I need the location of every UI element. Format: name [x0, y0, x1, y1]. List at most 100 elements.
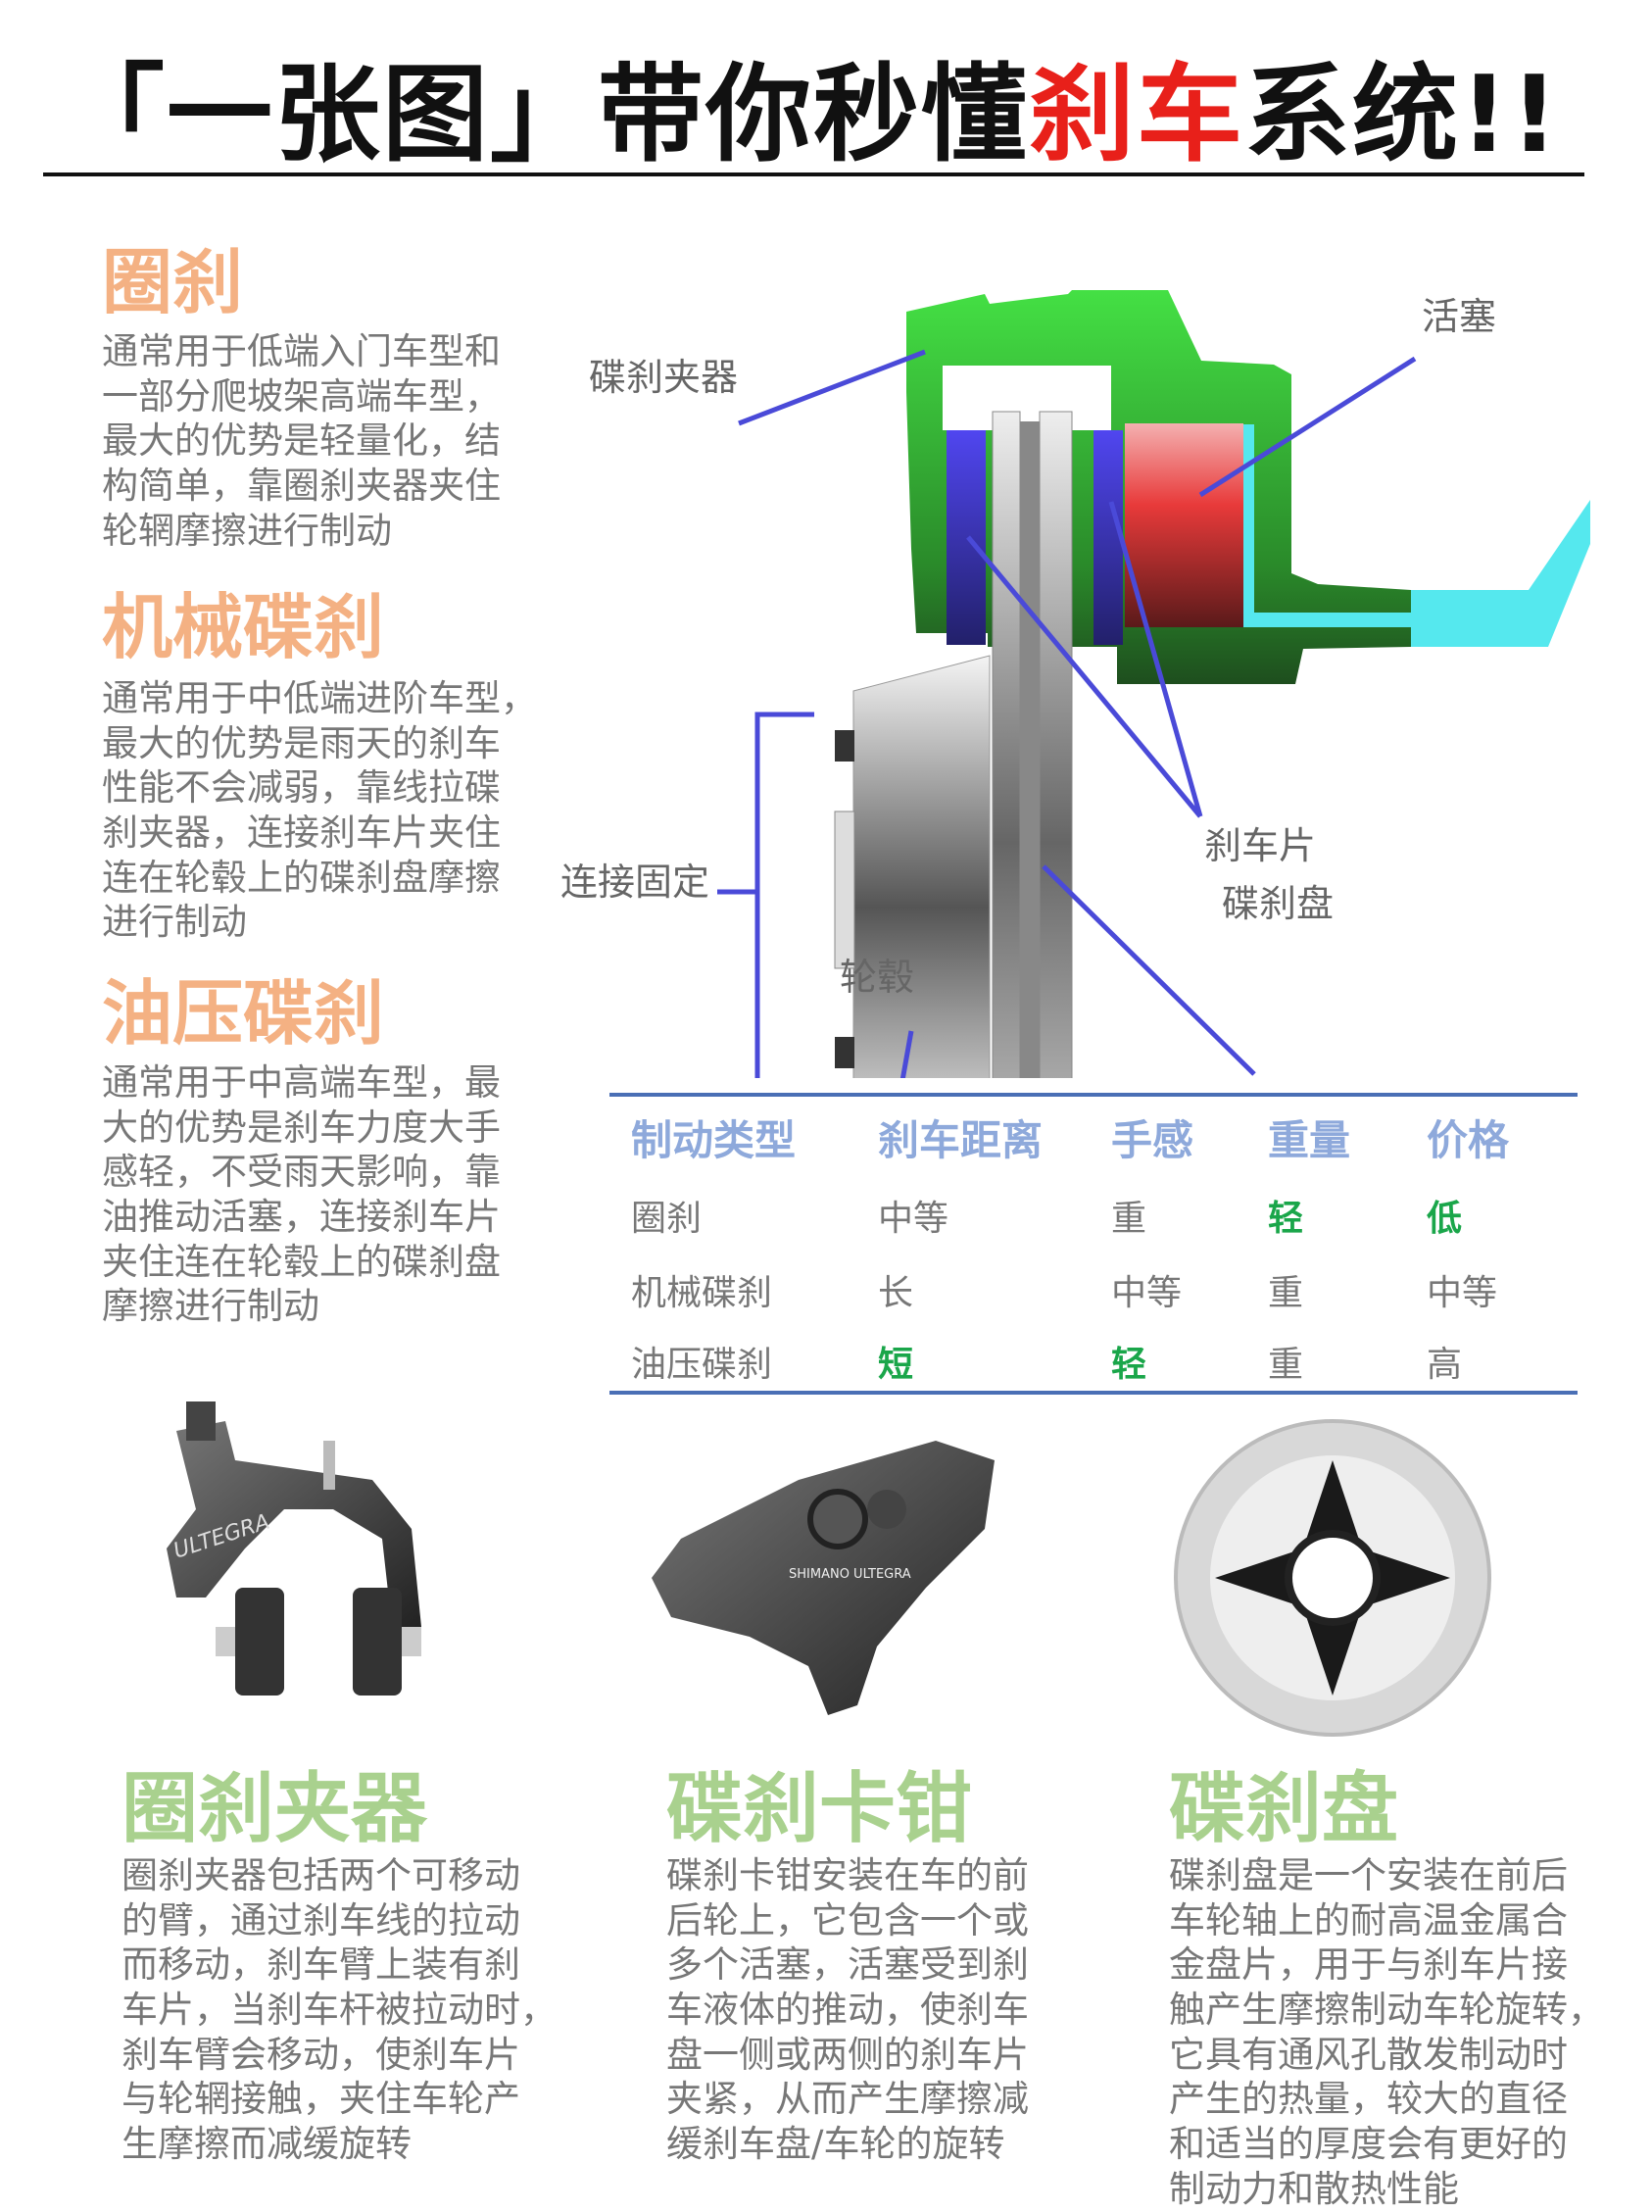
text-line: 油推动活塞，连接刹车片 — [102, 1196, 501, 1239]
label-caliper: 碟刹夹器 — [589, 356, 738, 399]
section-text-rim-brake: 通常用于低端入门车型和一部分爬坡架高端车型，最大的优势是轻量化，结构简单，靠圈刹… — [102, 329, 501, 553]
table-header-cell: 手感 — [1111, 1116, 1194, 1164]
table-cell: 重 — [1111, 1199, 1147, 1239]
text-line: 连在轮毂上的碟刹盘摩擦 — [102, 856, 501, 899]
table-cell: 中等 — [878, 1199, 949, 1239]
text-line: 缓刹车盘/车轮的旋转 — [666, 2123, 1005, 2166]
table-cell: 轻 — [1111, 1345, 1147, 1385]
caliper-gap — [943, 366, 1111, 430]
table-cell: 重 — [1268, 1345, 1304, 1385]
section-heading-rim-brake: 圈刹 — [102, 241, 244, 323]
product-text-rotor: 碟刹盘是一个安装在前后车轮轴上的耐高温金属合金盘片，用于与刹车片接触产生摩擦制动… — [1169, 1853, 1604, 2212]
text-line: 最大的优势是雨天的刹车 — [102, 721, 501, 764]
rotor-right-face — [1039, 411, 1073, 1078]
mount-bracket — [754, 712, 814, 1078]
text-line: 车液体的推动，使刹车 — [666, 1989, 1029, 2032]
text-line: 轮辋摩擦进行制动 — [102, 509, 392, 552]
text-line: 生摩擦而减缓旋转 — [121, 2123, 412, 2166]
text-line: 多个活塞，活塞受到刹 — [666, 1943, 1029, 1987]
product-heading-disc-caliper: 碟刹卡钳 — [666, 1765, 973, 1853]
text-line: 金盘片，用于与刹车片接 — [1169, 1943, 1568, 1987]
text-line: 大的优势是刹车力度大手 — [102, 1106, 501, 1149]
text-line: 产生的热量，较大的直径 — [1169, 2078, 1568, 2121]
brake-pad-left — [947, 430, 986, 645]
brake-rotor-image — [1174, 1419, 1491, 1737]
section-text-mechanical-disc: 通常用于中低端进阶车型，最大的优势是雨天的刹车性能不会减弱，靠线拉碟刹夹器，连接… — [102, 676, 537, 945]
table-cell: 低 — [1427, 1199, 1463, 1239]
rotor-left-face — [992, 411, 1021, 1078]
text-line: 与轮辋接触，夹住车轮产 — [121, 2078, 520, 2121]
table-bottom-rule — [609, 1391, 1578, 1395]
text-line: 触产生摩擦制动车轮旋转， — [1169, 1989, 1604, 2032]
text-line: 的臂，通过刹车线的拉动 — [121, 1898, 520, 1942]
title-part2: 系统!! — [1244, 54, 1561, 176]
text-line: 一部分爬坡架高端车型， — [102, 374, 501, 418]
text-line: 圈刹夹器包括两个可移动 — [121, 1854, 520, 1896]
text-line: 和适当的厚度会有更好的 — [1169, 2123, 1568, 2166]
rim-brake-caliper-image: ULTEGRA — [167, 1401, 421, 1696]
label-pads: 刹车片 — [1204, 824, 1316, 867]
hose — [1243, 424, 1590, 647]
text-line: 性能不会减弱，靠线拉碟 — [102, 766, 501, 810]
disc-brake-caliper-image: SHIMANO ULTEGRA — [652, 1441, 995, 1715]
section-heading-mechanical-disc: 机械碟刹 — [102, 586, 385, 668]
piston — [1125, 423, 1243, 627]
label-piston: 活塞 — [1422, 295, 1496, 338]
table-cell: 轻 — [1268, 1199, 1304, 1239]
text-line: 盘一侧或两侧的刹车片 — [666, 2033, 1029, 2076]
table-top-rule — [609, 1093, 1578, 1097]
title-highlight: 刹车 — [1029, 54, 1245, 176]
table-header-cell: 刹车距离 — [878, 1116, 1044, 1164]
table-cell: 中等 — [1111, 1273, 1183, 1313]
table-header-cell: 制动类型 — [631, 1116, 797, 1164]
text-line: 车片，当刹车杆被拉动时， — [121, 1989, 557, 2032]
table-header-cell: 价格 — [1427, 1116, 1510, 1164]
product-text-rim-caliper: 圈刹夹器包括两个可移动的臂，通过刹车线的拉动而移动，刹车臂上装有刹车片，当刹车杆… — [121, 1853, 557, 2167]
hub-bolt — [835, 730, 854, 762]
text-line: 制动力和散热性能 — [1169, 2167, 1459, 2210]
label-hub: 轮毂 — [840, 956, 914, 999]
title-underline — [43, 172, 1584, 176]
text-line: 碟刹卡钳安装在车的前 — [666, 1854, 1029, 1896]
disc-brake-diagram: 碟刹夹器 活塞 刹车片 连接固定 碟刹盘 轮毂 — [560, 290, 1590, 1078]
brake-pad-right — [1093, 430, 1123, 645]
table-cell: 高 — [1427, 1345, 1463, 1385]
text-line: 构简单，靠圈刹夹器夹住 — [102, 465, 501, 508]
text-line: 碟刹盘是一个安装在前后 — [1169, 1854, 1568, 1896]
product-heading-rim-caliper: 圈刹夹器 — [121, 1765, 428, 1853]
section-text-hydraulic-disc: 通常用于中高端车型，最大的优势是刹车力度大手感轻，不受雨天影响，靠油推动活塞，连… — [102, 1060, 501, 1329]
table-cell: 油压碟刹 — [631, 1345, 773, 1385]
brand-mark: SHIMANO ULTEGRA — [789, 1567, 911, 1582]
label-mount: 连接固定 — [560, 860, 709, 904]
text-line: 感轻，不受雨天影响，靠 — [102, 1151, 501, 1194]
table-cell: 圈刹 — [631, 1199, 703, 1239]
table-cell: 短 — [878, 1345, 914, 1385]
text-line: 夹住连在轮毂上的碟刹盘 — [102, 1240, 501, 1283]
page-title: 「一张图」带你秒懂刹车系统!! — [59, 57, 1587, 174]
text-line: 车轮轴上的耐高温金属合 — [1169, 1898, 1568, 1942]
text-line: 它具有通风孔散发制动时 — [1169, 2033, 1568, 2076]
text-line: 进行制动 — [102, 901, 247, 944]
text-line: 后轮上，它包含一个或 — [666, 1898, 1029, 1942]
table-cell: 重 — [1268, 1273, 1304, 1313]
table-header-cell: 重量 — [1268, 1116, 1351, 1164]
table-cell: 长 — [878, 1273, 914, 1313]
leader-lines — [717, 349, 1417, 1078]
label-rotor: 碟刹盘 — [1222, 882, 1334, 925]
section-heading-hydraulic-disc: 油压碟刹 — [102, 972, 385, 1055]
product-heading-rotor: 碟刹盘 — [1169, 1765, 1399, 1853]
table-cell: 中等 — [1427, 1273, 1498, 1313]
text-line: 最大的优势是轻量化，结 — [102, 419, 501, 463]
text-line: 而移动，刹车臂上装有刹 — [121, 1943, 520, 1987]
text-line: 通常用于低端入门车型和 — [102, 330, 501, 372]
hub-bolt — [835, 1037, 854, 1068]
title-part1: 「一张图」带你秒懂 — [59, 54, 1030, 176]
text-line: 夹紧，从而产生摩擦减 — [666, 2078, 1029, 2121]
text-line: 通常用于中低端进阶车型， — [102, 677, 537, 719]
text-line: 通常用于中高端车型，最 — [102, 1061, 501, 1104]
text-line: 刹夹器，连接刹车片夹住 — [102, 811, 501, 855]
table-cell: 机械碟刹 — [631, 1273, 773, 1313]
text-line: 刹车臂会移动，使刹车片 — [121, 2033, 520, 2076]
hub — [852, 655, 991, 1078]
product-text-disc-caliper: 碟刹卡钳安装在车的前后轮上，它包含一个或多个活塞，活塞受到刹车液体的推动，使刹车… — [666, 1853, 1029, 2167]
